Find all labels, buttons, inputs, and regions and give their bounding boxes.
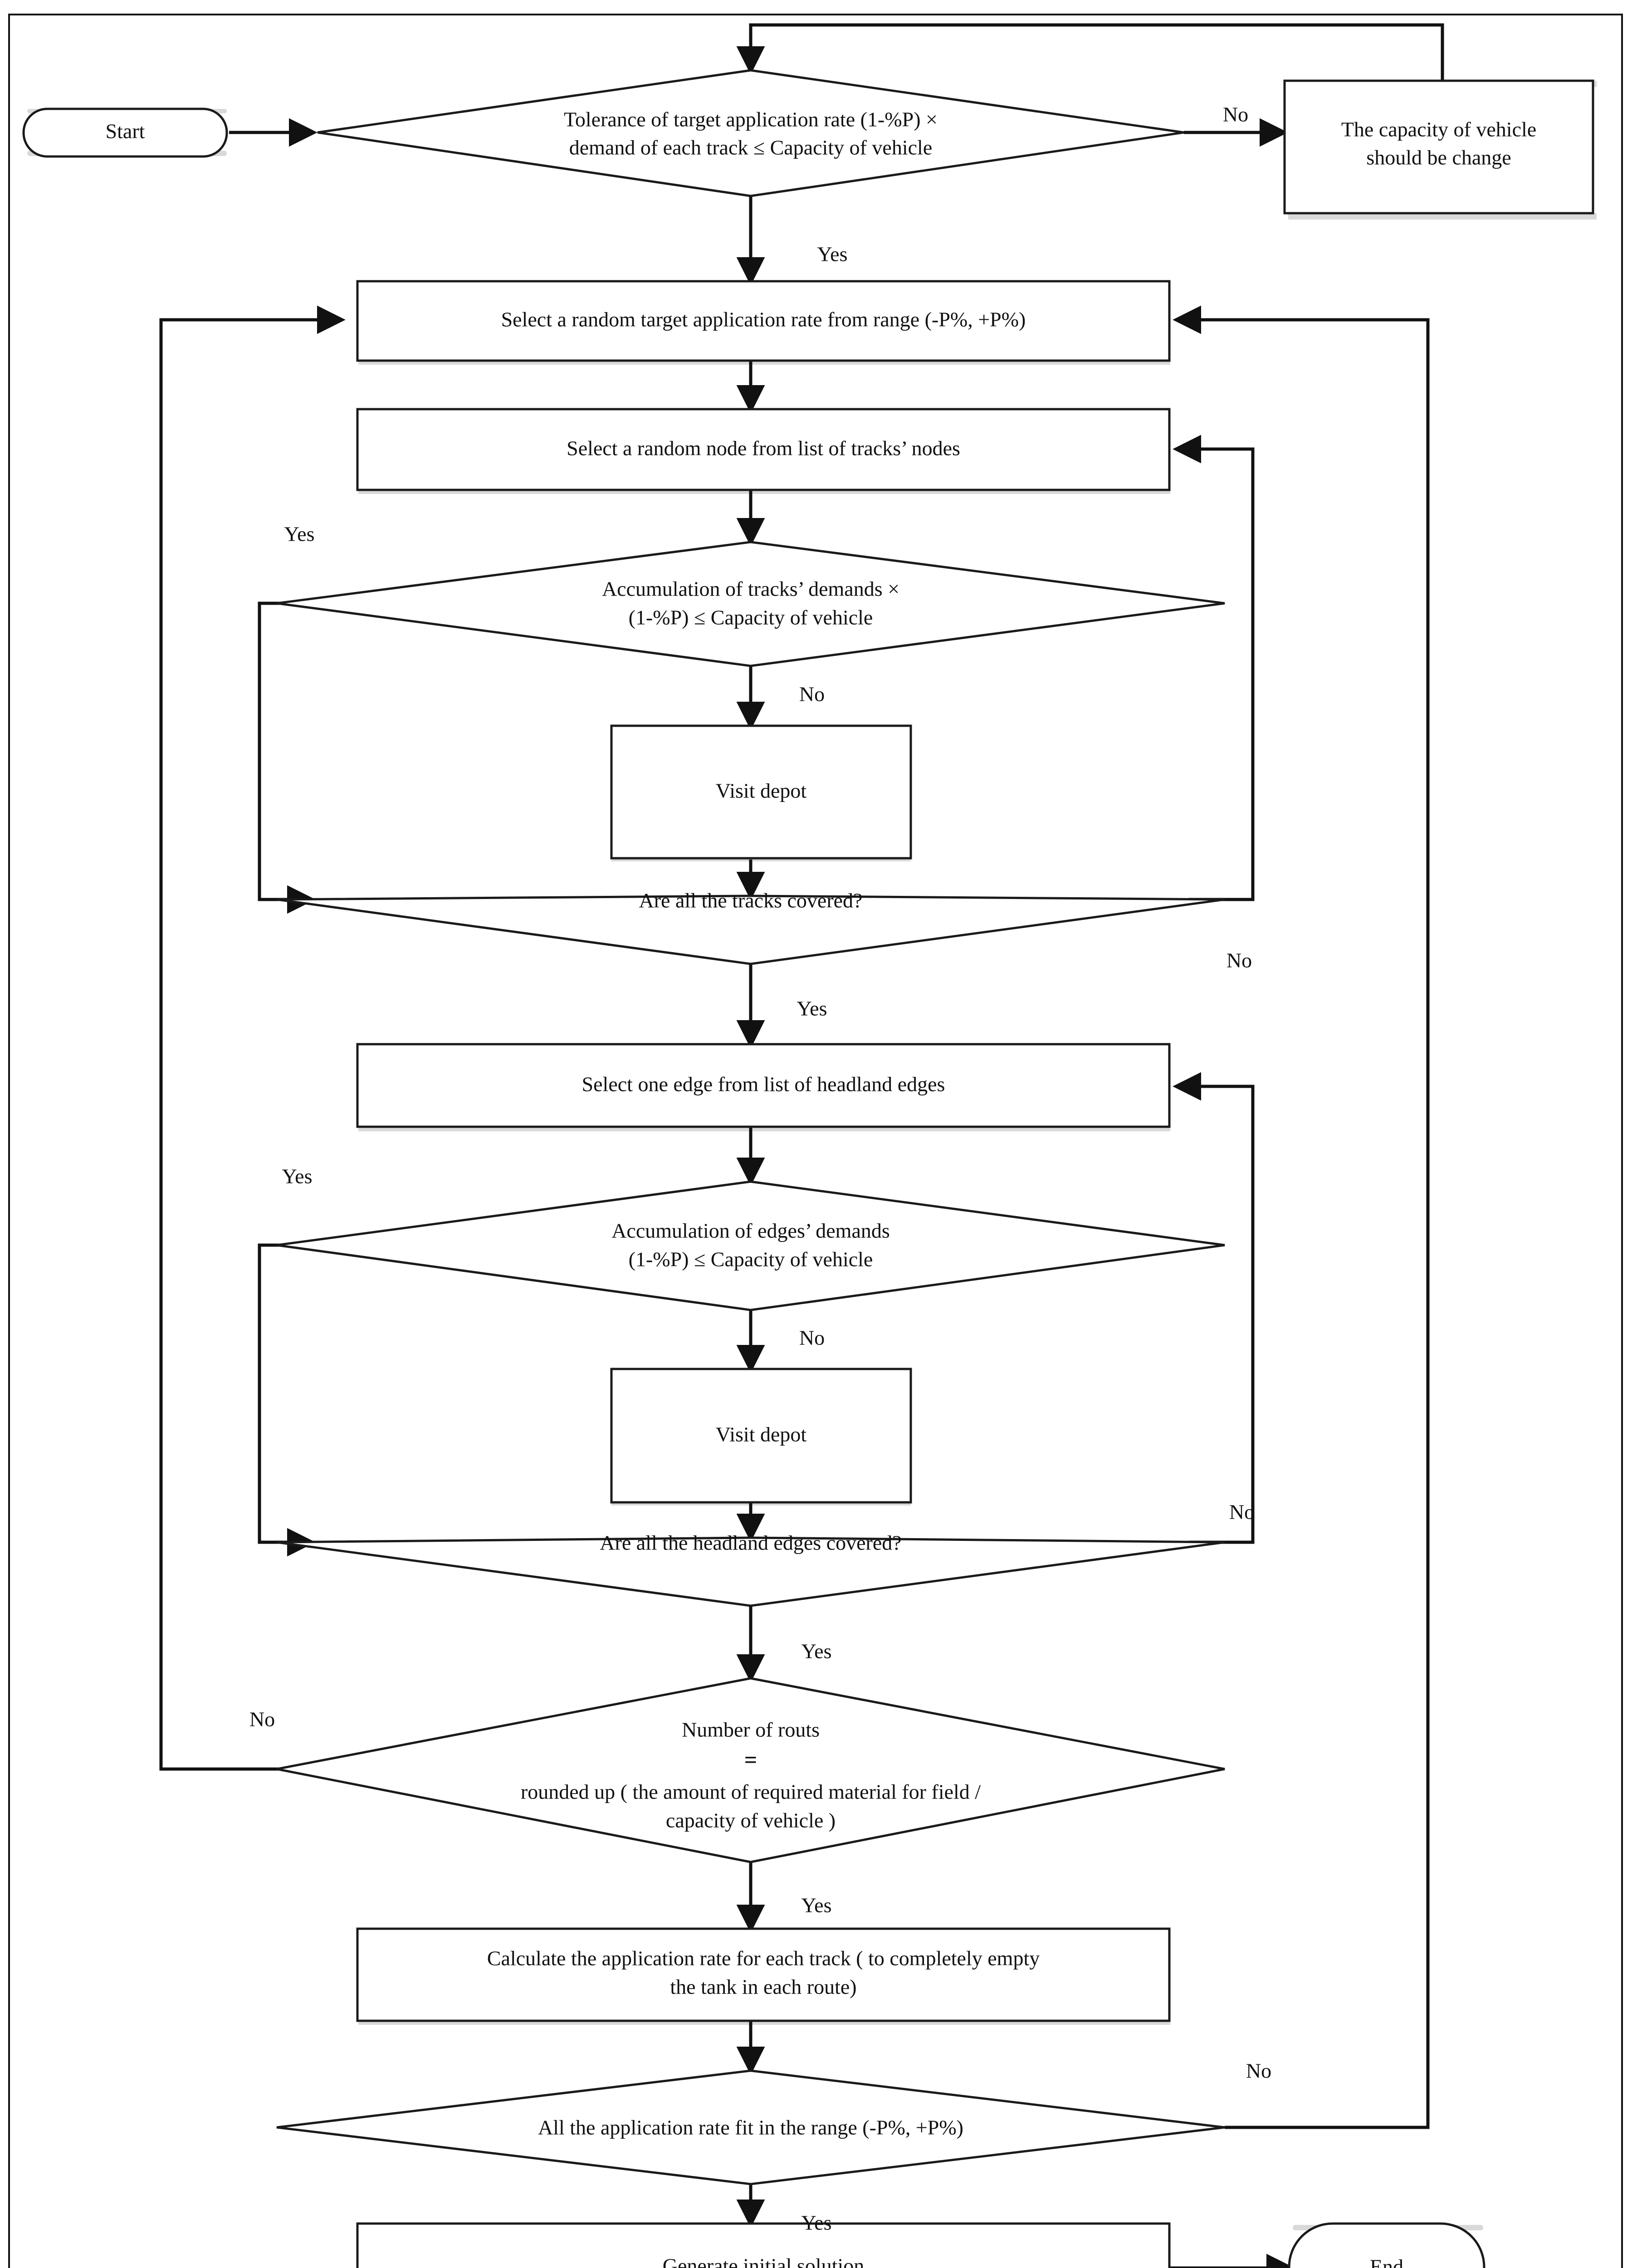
node-visit-depot-1[interactable]: Visit depot	[610, 724, 912, 860]
diagram-frame	[8, 14, 1623, 2268]
node-select-edge[interactable]: Select one edge from list of headland ed…	[356, 1043, 1171, 1128]
node-calc-line2: the tank in each route)	[670, 1975, 856, 1999]
node-start-label: Start	[106, 120, 145, 143]
edge-d3-no	[1173, 435, 1255, 901]
node-decision-tracks-covered[interactable]: Are all the tracks covered?	[276, 889, 1225, 965]
edge-d5-no	[1173, 1072, 1255, 1544]
node-depot2-label: Visit depot	[716, 1423, 807, 1446]
label-d4-no: No	[799, 1326, 825, 1349]
label-d1-no: No	[1223, 103, 1248, 126]
node-d1-line1: Tolerance of target application rate (1-…	[564, 108, 938, 131]
edge-labels: No Yes Yes No Yes No Yes No Yes No Yes N…	[249, 103, 1271, 2234]
node-calc-line1: Calculate the application rate for each …	[487, 1947, 1040, 1970]
edge-d7-no	[1173, 305, 1430, 2129]
node-calculate-rate[interactable]: Calculate the application rate for each …	[356, 1927, 1171, 2022]
node-decision-edge-demands[interactable]: Accumulation of edges’ demands (1-%P) ≤ …	[276, 1180, 1225, 1311]
node-d1-line2: demand of each track ≤ Capacity of vehic…	[569, 136, 933, 159]
node-d5-label: Are all the headland edges covered?	[600, 1531, 901, 1554]
node-generate-solution[interactable]: Generate initial solution	[356, 2222, 1171, 2268]
label-d2-yes: Yes	[284, 523, 315, 546]
node-d2-line2: (1-%P) ≤ Capacity of vehicle	[629, 606, 873, 629]
node-d6-equals: =	[744, 1747, 757, 1772]
node-decision-tolerance[interactable]: Tolerance of target application rate (1-…	[317, 69, 1184, 197]
node-d2-line1: Accumulation of tracks’ demands ×	[602, 577, 899, 601]
node-prate-label: Select a random target application rate …	[501, 308, 1026, 331]
label-d7-yes: Yes	[801, 2211, 832, 2234]
label-d6-no: No	[249, 1708, 275, 1731]
node-capacity-line2: should be change	[1366, 146, 1511, 169]
label-d2-no: No	[799, 683, 825, 706]
node-capacity-line1: The capacity of vehicle	[1341, 118, 1536, 141]
edge-d2-yes	[258, 601, 499, 914]
edge-capacity-loop	[736, 23, 1444, 83]
node-d6-line1: Number of routs	[682, 1718, 820, 1741]
node-pedge-label: Select one edge from list of headland ed…	[582, 1073, 945, 1096]
node-d3-label: Are all the tracks covered?	[639, 889, 863, 912]
node-pnode-label: Select a random node from list of tracks…	[567, 437, 960, 460]
node-start[interactable]: Start	[22, 108, 228, 158]
node-decision-number-of-routs[interactable]: Number of routs = rounded up ( the amoun…	[276, 1677, 1225, 1863]
node-decision-headland-covered[interactable]: Are all the headland edges covered?	[276, 1531, 1225, 1607]
label-d7-no: No	[1246, 2059, 1271, 2082]
node-d4-line1: Accumulation of edges’ demands	[611, 1219, 890, 1242]
label-d5-no: No	[1229, 1501, 1255, 1524]
node-end-label: End	[1370, 2255, 1403, 2268]
node-depot1-label: Visit depot	[716, 779, 807, 802]
node-d7-label: All the application rate fit in the rang…	[538, 2116, 963, 2139]
node-select-rate[interactable]: Select a random target application rate …	[356, 280, 1171, 362]
label-d6-yes: Yes	[801, 1894, 832, 1917]
node-d6-line3: rounded up ( the amount of required mate…	[521, 1780, 981, 1804]
edge-d4-yes	[258, 1243, 499, 1557]
node-decision-track-demands[interactable]: Accumulation of tracks’ demands × (1-%P)…	[276, 541, 1225, 667]
label-d5-yes: Yes	[801, 1640, 832, 1663]
node-gensol-label: Generate initial solution	[663, 2254, 865, 2268]
label-d4-yes: Yes	[282, 1165, 313, 1188]
node-d6-line4: capacity of vehicle )	[666, 1809, 836, 1832]
node-select-node[interactable]: Select a random node from list of tracks…	[356, 408, 1171, 491]
node-capacity-change[interactable]: The capacity of vehicle should be change	[1283, 79, 1594, 215]
node-d4-line2: (1-%P) ≤ Capacity of vehicle	[629, 1248, 873, 1271]
label-d3-yes: Yes	[797, 997, 827, 1020]
node-decision-rate-in-range[interactable]: All the application rate fit in the rang…	[276, 2069, 1225, 2185]
label-d3-no: No	[1227, 949, 1252, 972]
node-end[interactable]: End	[1288, 2222, 1486, 2268]
node-visit-depot-2[interactable]: Visit depot	[610, 1368, 912, 1504]
label-d1-yes: Yes	[817, 243, 848, 266]
